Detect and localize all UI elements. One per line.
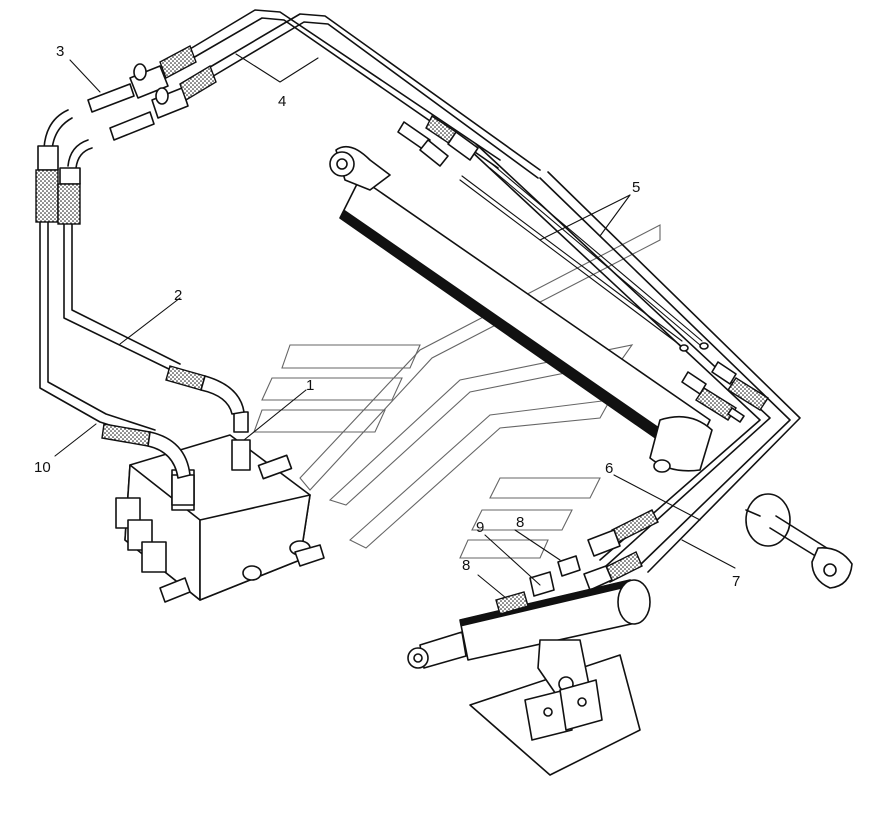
upper-right-fittings bbox=[397, 114, 479, 167]
callout-3: 3 bbox=[56, 43, 64, 60]
callout-5: 5 bbox=[632, 179, 640, 196]
callout-8-upper: 8 bbox=[516, 514, 524, 531]
callout-7: 7 bbox=[732, 573, 740, 590]
callout-9: 9 bbox=[476, 519, 484, 536]
main-cylinder bbox=[329, 145, 713, 473]
hose-lines bbox=[39, 9, 801, 573]
lower-hose-fittings bbox=[529, 509, 659, 597]
valve-hose-fittings bbox=[101, 365, 245, 479]
fitting-group-3 bbox=[87, 45, 217, 141]
leader-lines bbox=[54, 53, 736, 599]
lower-cylinder bbox=[407, 579, 651, 669]
callout-4: 4 bbox=[278, 93, 286, 110]
callout-1: 1 bbox=[306, 377, 314, 394]
control-valve-block bbox=[115, 411, 325, 603]
callout-10: 10 bbox=[34, 459, 51, 476]
mounting-bracket bbox=[469, 639, 641, 776]
right-rod-end bbox=[745, 493, 853, 589]
callout-8-lower: 8 bbox=[462, 557, 470, 574]
callout-2: 2 bbox=[174, 287, 182, 304]
right-side-fittings bbox=[681, 361, 769, 423]
thin-tubes-5 bbox=[459, 163, 709, 352]
left-hose-ends bbox=[35, 109, 93, 225]
callout-labels: 3 4 2 1 5 6 7 8 9 8 10 bbox=[34, 43, 740, 590]
callout-6: 6 bbox=[605, 460, 613, 477]
